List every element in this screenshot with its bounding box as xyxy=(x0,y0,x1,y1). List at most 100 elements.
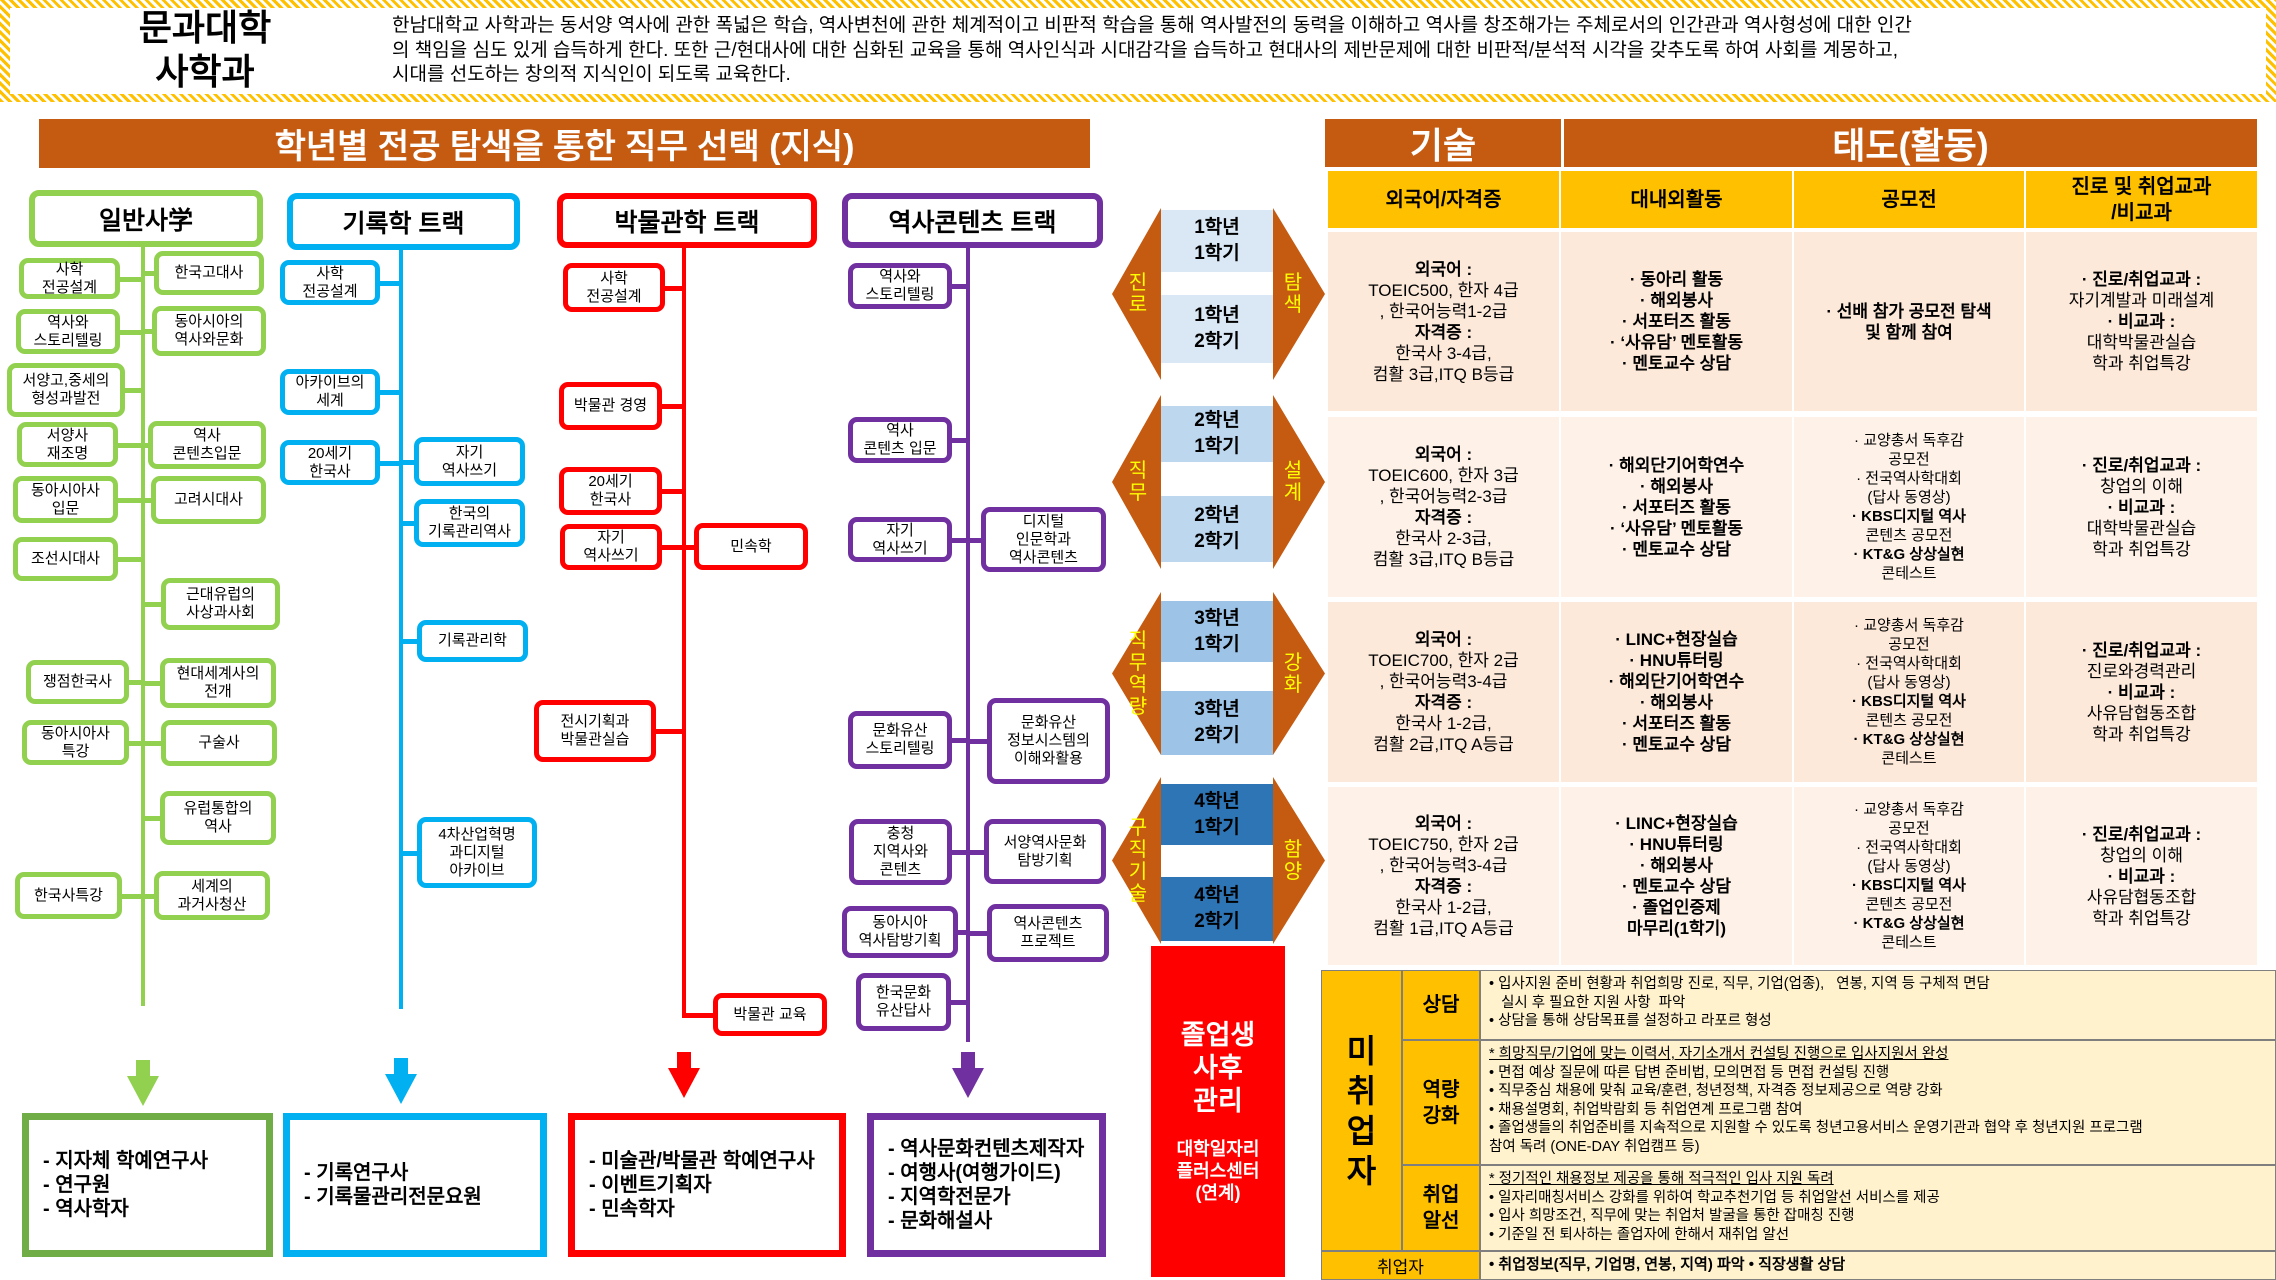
cell-line: 사유담협동조합 xyxy=(2086,703,2197,723)
course-connector xyxy=(952,438,968,443)
support-category-label: 역량 강화 xyxy=(1402,1040,1480,1165)
down-arrow-shaft xyxy=(394,1058,408,1076)
course-box: 민속학 xyxy=(694,523,808,570)
career-item: - 여행사(여행가이드) xyxy=(888,1162,1061,1184)
course-connector xyxy=(656,729,684,734)
course-box: 서양고,중세의 형성과발전 xyxy=(7,363,125,417)
course-box: 사학 전공설계 xyxy=(280,260,380,305)
cell-line: · 해외봉사 xyxy=(1640,693,1713,712)
table-cell: · LINC+현장실습· HNU튜터링· 해외단기어학연수· 해외봉사· 서포터… xyxy=(1561,602,1792,782)
description-line: 의 책임을 심도 있게 습득하게 한다. 또한 근/현대사에 대한 심화된 교육… xyxy=(392,39,1898,61)
course-box: 현대세계사의 전개 xyxy=(160,658,276,708)
course-connector xyxy=(380,280,401,286)
cell-line: · 해외봉사 xyxy=(1640,476,1713,496)
stage-action-label: 강 화 xyxy=(1283,651,1303,696)
down-arrow-icon xyxy=(127,1076,159,1106)
course-box: 역사와 스토리텔링 xyxy=(16,309,120,354)
cell-line: 학과 취업특강 xyxy=(2092,724,2191,744)
cell-line: 마무리(1학기) xyxy=(1627,919,1726,938)
course-connector xyxy=(141,816,160,821)
course-box: 유럽통합의 역사 xyxy=(160,791,276,845)
support-line: • 일자리매칭서비스 강화를 위하여 학교추천기업 등 취업알선 서비스를 제공 xyxy=(1489,1189,1940,1206)
cell-line: · 전국역사학대회 xyxy=(1856,470,1962,487)
cell-line: 진로와경력관리 xyxy=(2086,661,2197,681)
stage-right-arrow xyxy=(1273,777,1325,944)
course-connector xyxy=(966,931,987,936)
course-box: 쟁점한국사 xyxy=(26,660,129,704)
cell-line: 한국사 1-2급, xyxy=(1395,898,1492,917)
course-connector xyxy=(129,680,143,685)
cell-line: 컴활 3급,ITQ B등급 xyxy=(1372,364,1515,384)
cell-line: · 비교과 : xyxy=(2107,312,2176,331)
cell-line: · 진로/취업교과 : xyxy=(2081,824,2202,844)
cell-line: 대학박물관실습 xyxy=(2086,518,2197,538)
skill-header: 기술 xyxy=(1325,119,1561,167)
cell-line: 자격증 : xyxy=(1414,877,1473,896)
semester-box: 2학년 2학기 xyxy=(1161,496,1273,562)
stage-right-arrow xyxy=(1273,395,1325,569)
table-column-header: 대내외활동 xyxy=(1561,171,1792,228)
cell-line: 외국어 : xyxy=(1414,445,1473,464)
career-item: - 기록물관리전문요원 xyxy=(304,1186,482,1208)
cell-line: 공모전 xyxy=(1888,636,1930,653)
support-category-label: 상담 xyxy=(1402,970,1480,1040)
cell-line: · 멘토교수 상담 xyxy=(1622,877,1731,896)
cell-line: 컴활 3급,ITQ B등급 xyxy=(1372,550,1515,569)
cell-line: 한국사 2-3급, xyxy=(1395,529,1492,548)
down-arrow-shaft xyxy=(677,1052,691,1070)
course-connector xyxy=(952,738,968,743)
cell-line: · 해외봉사 xyxy=(1640,291,1713,310)
course-box: 동아시아 역사탐방기획 xyxy=(842,906,958,958)
support-category-label: 취업 알선 xyxy=(1402,1165,1480,1251)
cell-line: TOEIC600, 한자 3급 xyxy=(1368,466,1519,485)
career-item: - 기록연구사 xyxy=(304,1162,409,1184)
cell-line: 사유담협동조합 xyxy=(2086,887,2197,907)
course-box: 근대유럽의 사상과사회 xyxy=(161,578,280,630)
stage-goal-label: 구 직 기 술 xyxy=(1128,816,1148,905)
career-box: - 미술관/박물관 학예연구사- 이벤트기획자- 민속학자 xyxy=(568,1113,846,1257)
course-box: 한국문화 유산답사 xyxy=(856,973,951,1031)
cell-line: · LINC+현장실습 xyxy=(1615,814,1738,833)
cell-line: 공모전 xyxy=(1888,451,1930,468)
cell-line: 학과 취업특강 xyxy=(2092,539,2191,559)
cell-line: · 전국역사학대회 xyxy=(1856,655,1962,672)
cell-line: TOEIC750, 한자 2급 xyxy=(1368,835,1519,854)
career-box: - 역사문화컨텐츠제작자- 여행사(여행가이드)- 지역학전문가- 문화해설사 xyxy=(867,1113,1106,1257)
course-box: 20세기 한국사 xyxy=(280,440,380,485)
support-line: * 정기적인 채용정보 제공을 통해 적극적인 입사 지원 독려 xyxy=(1489,1171,1834,1187)
course-connector xyxy=(141,271,154,276)
stage-left-arrow xyxy=(1112,395,1161,569)
course-connector xyxy=(399,521,414,526)
course-connector xyxy=(662,404,684,409)
cell-line: (답사 동영상) xyxy=(1867,858,1951,875)
cell-line: · 선배 참가 공모전 탐색 xyxy=(1826,301,1992,321)
course-connector xyxy=(120,329,143,335)
course-connector xyxy=(682,1012,713,1018)
stage-action-label: 함 양 xyxy=(1283,838,1303,883)
course-box: 4차산업혁명 과디지털 아카이브 xyxy=(417,817,537,888)
cell-line: , 한국어능력3-4급 xyxy=(1379,856,1508,875)
down-arrow-icon xyxy=(952,1068,984,1098)
cell-line: 자격증 : xyxy=(1414,508,1473,527)
track-line xyxy=(682,248,686,1016)
support-line: • 면접 예상 질문에 따른 답변 준비법, 모의면접 등 면접 컨설팅 진행 xyxy=(1489,1064,1890,1081)
cell-line: 외국어 : xyxy=(1414,259,1473,279)
header-banner xyxy=(0,0,2276,102)
header-inner xyxy=(10,8,2266,94)
course-box: 동아시아사 입문 xyxy=(13,476,118,523)
cell-line: · KBS디지털 역사 xyxy=(1851,508,1966,525)
cell-line: 콘텐츠 공모전 xyxy=(1865,712,1953,729)
course-box: 사학 전공설계 xyxy=(563,263,665,312)
semester-box: 1학년 1학기 xyxy=(1161,210,1273,272)
table-cell: · 동아리 활동· 해외봉사· 서포터즈 활동· ‘사유담’ 멘토활동· 멘토교… xyxy=(1561,232,1792,411)
support-category-content: * 정기적인 채용정보 제공을 통해 적극적인 입사 지원 독려 • 일자리매칭서… xyxy=(1480,1165,2276,1251)
cell-line: · HNU튜터링 xyxy=(1629,835,1724,854)
cell-line: , 한국어능력1-2급 xyxy=(1379,301,1508,321)
course-connector xyxy=(141,498,151,503)
unemployed-label: 미 취 업 자 xyxy=(1321,970,1402,1251)
course-box: 한국고대사 xyxy=(154,251,264,295)
cell-line: 외국어 : xyxy=(1414,814,1473,833)
graduate-followup-box: 졸업생 사후 관리 대학일자리 플러스센터 (연계) xyxy=(1151,946,1285,1277)
